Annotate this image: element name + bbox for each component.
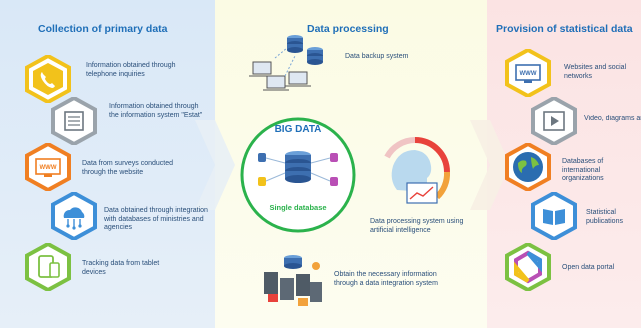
integration-servers-icon <box>264 255 322 306</box>
list-item: Information obtained through the informa… <box>109 103 203 119</box>
big-data-label: BIG DATA <box>274 124 322 135</box>
document-icon <box>50 97 98 145</box>
statistical-data-title: Provision of statistical data <box>496 23 633 35</box>
list-item: Video, diagrams and infographics <box>584 115 641 122</box>
video-icon <box>530 97 578 145</box>
cloud-network-icon <box>50 192 98 240</box>
book-icon <box>530 192 578 240</box>
list-item: Tracking data from tablet devices <box>82 260 160 276</box>
tablet-icon <box>24 243 72 291</box>
list-item: Data obtained through integration with d… <box>104 207 208 232</box>
single-database-label: Single database <box>269 203 327 212</box>
list-item: Websites and social networks <box>564 64 627 80</box>
database-icon <box>285 151 311 183</box>
list-item: Information obtained through telephone i… <box>86 62 176 78</box>
open-data-icon <box>504 243 552 291</box>
integration-label: Obtain the necessary information through… <box>334 271 438 287</box>
www-icon: WWW <box>504 49 552 97</box>
svg-text:WWW: WWW <box>40 165 57 171</box>
list-item: Open data portal <box>562 264 615 271</box>
svg-text:WWW: WWW <box>520 71 537 77</box>
list-item: Data from surveys conducted through the … <box>82 160 174 176</box>
chevron-arrow-icon <box>195 120 235 210</box>
www-icon: WWW <box>24 143 72 191</box>
data-backup-icon <box>249 35 323 91</box>
big-data-circle <box>240 117 356 233</box>
ai-head-icon <box>384 137 451 204</box>
backup-label: Data backup system <box>345 53 409 60</box>
list-item: Statistical publications <box>586 209 623 225</box>
globe-icon <box>504 143 552 191</box>
primary-data-title: Collection of primary data <box>38 23 168 35</box>
chevron-arrow-icon <box>470 120 510 210</box>
data-processing-title: Data processing <box>307 23 389 35</box>
list-item: Databases of international organizations <box>562 158 604 183</box>
ai-label: Data processing system using artificial … <box>370 218 464 234</box>
phone-icon <box>24 55 72 103</box>
